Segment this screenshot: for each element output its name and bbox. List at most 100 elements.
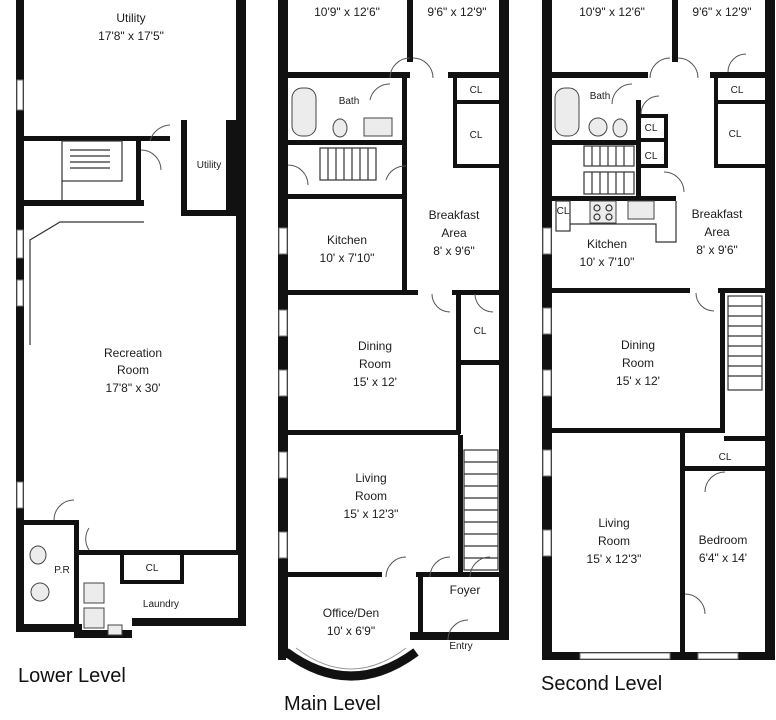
- main-living-dim: 15' x 12'3": [344, 507, 399, 521]
- second-dining-name2: Room: [622, 356, 654, 370]
- washer-icon: [83, 582, 105, 604]
- main-kitchen-name: Kitchen: [327, 233, 367, 247]
- lower-utility-side-bottom: [181, 210, 237, 216]
- main-bottom-right: [410, 632, 509, 640]
- second-level-plan: 10'9" x 12'6" 9'6" x 12'9" CL Bath CL CL…: [541, 0, 775, 695]
- second-kitchen-cl: [555, 200, 571, 232]
- main-breakfast-bottom: [452, 290, 500, 295]
- door-swing: [611, 83, 633, 105]
- second-top-wall-right: [710, 72, 766, 78]
- second-top-right-dim: 9'6" x 12'9": [692, 5, 751, 19]
- lower-left-wall: [16, 0, 24, 632]
- main-office-dim: 10' x 6'9": [327, 624, 375, 638]
- lower-closet-name: CL: [146, 563, 159, 574]
- door-swing: [412, 57, 434, 79]
- second-cl4-name: CL: [645, 151, 658, 162]
- sink-icon: [30, 582, 50, 602]
- lower-utility-side-wall: [181, 120, 187, 216]
- main-cl1-name: CL: [470, 85, 483, 96]
- bathtub-icon: [554, 87, 580, 137]
- utility-sink-icon: [107, 624, 123, 636]
- second-bedroom-left: [680, 433, 685, 653]
- second-cl-wall: [714, 78, 718, 104]
- main-dining-right: [456, 294, 461, 434]
- lower-cl-wall: [120, 555, 124, 583]
- main-dining-name2: Room: [359, 357, 391, 371]
- lower-utility-side-name: Utility: [197, 160, 221, 171]
- main-cl2-name: CL: [470, 130, 483, 141]
- lower-level-title: Lower Level: [18, 665, 126, 687]
- main-window: [278, 531, 288, 559]
- main-level-plan: 10'9" x 12'6" 9'6" x 12'9" Bath CL CL Ki…: [278, 0, 509, 715]
- second-dining-right: [720, 293, 725, 433]
- door-swing: [727, 53, 747, 73]
- toilet-icon: [332, 118, 348, 138]
- lower-pr-wall: [24, 520, 76, 525]
- stove-icon: [589, 200, 617, 224]
- main-window: [278, 451, 288, 479]
- main-kitchen-bottom: [288, 290, 418, 295]
- main-right-wall: [499, 0, 509, 640]
- second-cl-box: [641, 138, 667, 142]
- main-office-name: Office/Den: [323, 606, 379, 620]
- second-breakfast-dim: 8' x 9'6": [696, 243, 738, 257]
- second-breakfast-name: Breakfast: [692, 207, 743, 221]
- door-swing: [431, 293, 451, 313]
- second-top-left-dim: 10'9" x 12'6": [579, 5, 645, 19]
- main-kitchen-right: [402, 200, 407, 294]
- second-bath-wall: [552, 140, 638, 145]
- sink-icon: [588, 117, 608, 137]
- main-cl-wall: [453, 78, 457, 104]
- door-swing: [649, 57, 671, 79]
- lower-rec-inner: [29, 221, 144, 345]
- toilet-icon: [612, 118, 628, 138]
- main-top-wall: [288, 72, 410, 78]
- lower-pr-right-wall: [74, 520, 79, 630]
- lower-partition: [136, 141, 141, 206]
- second-window: [542, 369, 552, 397]
- second-kitchen-bottom: [552, 288, 690, 293]
- second-window-bottom: [697, 652, 739, 660]
- main-bath-right: [402, 78, 407, 200]
- lower-cl-bottom: [120, 580, 184, 584]
- second-stairs: [583, 171, 635, 195]
- main-top-divider: [407, 0, 413, 62]
- door-swing: [677, 57, 699, 79]
- recreation-name2: Room: [117, 363, 149, 377]
- second-counter: [570, 201, 677, 243]
- main-living-name2: Room: [355, 489, 387, 503]
- main-stair-wall: [458, 435, 463, 575]
- door-swing: [447, 619, 469, 641]
- vanity-icon: [363, 117, 393, 137]
- recreation-dim: 17'8" x 30': [106, 381, 161, 395]
- main-top-right-dim: 9'6" x 12'9": [427, 5, 486, 19]
- door-swing: [474, 293, 494, 313]
- second-dining-bottom: [552, 428, 724, 433]
- main-window: [278, 309, 288, 337]
- kitchen-sink-icon: [627, 200, 655, 220]
- main-cl-wall: [453, 164, 499, 168]
- second-bedroom-dim: 6'4" x 14': [699, 551, 747, 565]
- second-window: [542, 449, 552, 477]
- main-bay-window: [283, 648, 419, 681]
- door-swing: [385, 556, 407, 578]
- door-swing: [640, 95, 660, 115]
- main-bath-name: Bath: [339, 96, 360, 107]
- second-window: [542, 227, 552, 255]
- second-window-bottom: [579, 652, 671, 660]
- bathtub-icon: [291, 87, 317, 137]
- main-top-left-dim: 10'9" x 12'6": [314, 5, 380, 19]
- lower-laundry-top-wall: [79, 550, 238, 555]
- toilet-icon: [29, 545, 47, 565]
- main-foyer-top: [416, 572, 500, 577]
- second-top-wall: [552, 72, 648, 78]
- second-bath-right: [636, 100, 641, 200]
- main-window: [278, 369, 288, 397]
- main-breakfast-name2: Area: [441, 226, 467, 240]
- second-window: [542, 307, 552, 335]
- second-bath-name: Bath: [590, 91, 611, 102]
- lower-window: [16, 79, 24, 111]
- main-level-title: Main Level: [284, 693, 381, 715]
- second-right-wall: [765, 0, 775, 660]
